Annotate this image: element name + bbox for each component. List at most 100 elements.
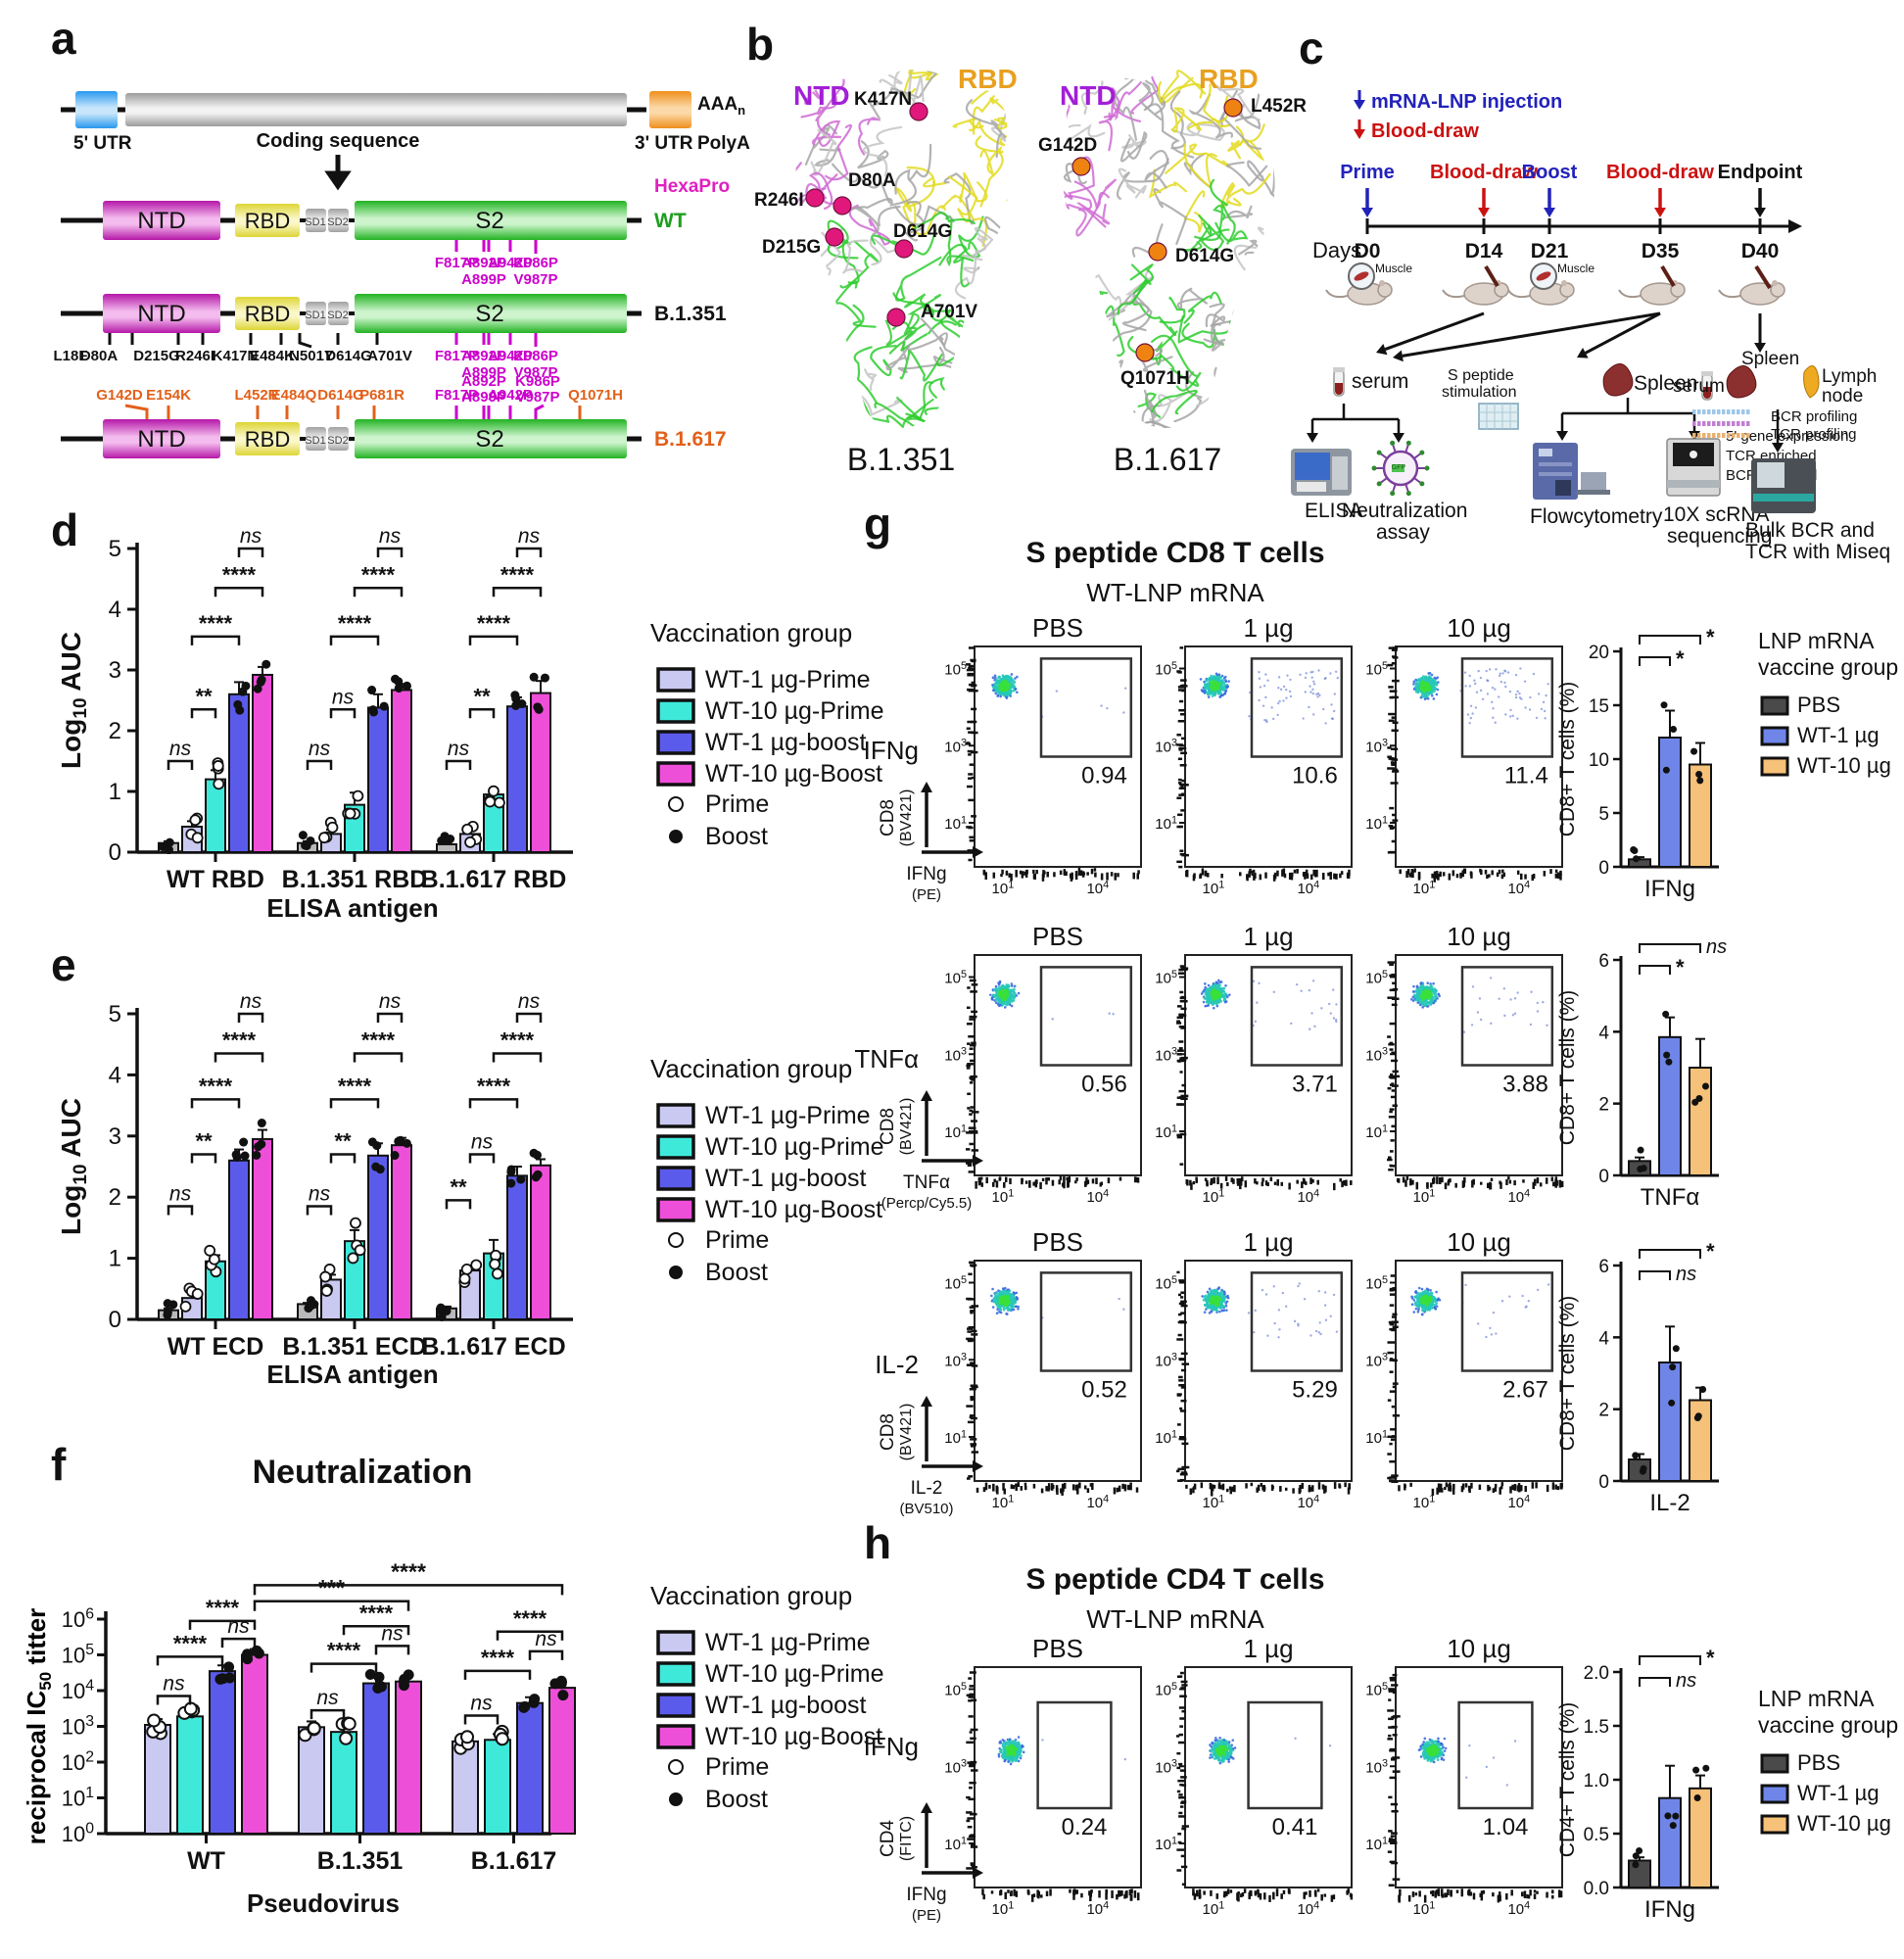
flow-dot: [1542, 700, 1546, 704]
mouse-icon: [1442, 264, 1509, 306]
y-tick-label: 0: [1598, 858, 1609, 879]
flow-dot: [1489, 977, 1493, 980]
sd2-box: [328, 427, 349, 451]
flow-dot: [1222, 990, 1226, 993]
flow-dot: [1122, 1308, 1125, 1311]
axis-rug: [1009, 1177, 1012, 1185]
axis-rug: [1389, 1293, 1396, 1296]
flow-dot: [1014, 687, 1018, 691]
axis-rug: [1179, 712, 1186, 716]
structure-mutation-label: D614G: [1175, 246, 1234, 266]
flow-dot: [1412, 680, 1416, 684]
axis-rug: [1106, 872, 1109, 881]
flow-dot: [1518, 692, 1521, 695]
axis-rug: [995, 1180, 999, 1188]
data-point: [256, 677, 265, 687]
sig-bracket: [329, 708, 357, 719]
axis-rug: [970, 1444, 976, 1448]
axis-rug: [1257, 1484, 1261, 1492]
axis-rug: [968, 858, 973, 862]
sig-bracket: [253, 1584, 564, 1596]
data-point: [1669, 726, 1677, 734]
axis-rug: [966, 1023, 973, 1026]
axis-rug: [1239, 872, 1242, 877]
flow-dot: [1219, 676, 1222, 680]
flow-dot: [1108, 1012, 1111, 1015]
flow-dot: [1486, 693, 1490, 695]
rna-strip: [1741, 421, 1745, 426]
flow-dot: [1463, 671, 1467, 674]
axis-rug: [970, 1106, 975, 1109]
flow-dot: [1468, 722, 1471, 725]
prime-marker-icon: [668, 1232, 684, 1248]
axis-rug: [1059, 1176, 1063, 1181]
data-point: [368, 705, 378, 715]
y-tick-label: 2: [1598, 1095, 1609, 1116]
axis-rug: [1301, 1181, 1304, 1189]
log-tick-label: 101: [62, 1785, 94, 1810]
axis-rug: [1217, 1482, 1221, 1486]
flow-dot: [1266, 1334, 1269, 1337]
axis-rug: [1554, 1176, 1558, 1181]
flow-dot: [1199, 678, 1203, 681]
flow-dot: [1218, 695, 1221, 698]
bar: [228, 693, 250, 853]
x-tick-label: WT ECD: [167, 1333, 264, 1361]
data-point: [446, 834, 455, 843]
ribbon-stroke: [1144, 150, 1169, 189]
axis-rug: [1511, 1484, 1514, 1491]
axis-rug: [1045, 1177, 1048, 1185]
axis-rug: [1391, 1089, 1396, 1092]
axis-rug: [1389, 963, 1394, 967]
axis-rug: [1388, 646, 1395, 649]
arrowhead: [1544, 208, 1555, 217]
log-tick-label: 101: [1155, 1428, 1177, 1447]
axis-rug: [1264, 872, 1267, 879]
axis-rug: [1034, 1179, 1038, 1188]
axis-rug: [1019, 870, 1023, 875]
axis-rug: [1176, 1016, 1184, 1020]
panel-g-title: S peptide CD8 T cells: [1025, 537, 1325, 569]
flow-dot: [1209, 676, 1212, 680]
flow-dot: [1214, 1302, 1218, 1307]
flow-dot: [1011, 686, 1015, 690]
axis-rug: [1177, 1320, 1182, 1324]
flow-dot: [1118, 1297, 1120, 1301]
bar: [362, 1682, 390, 1835]
rna-strip: [1717, 433, 1721, 438]
axis-rug: [969, 1015, 977, 1019]
flow-dot: [1324, 722, 1327, 725]
bar: [367, 1154, 389, 1320]
rna-strip: [1727, 409, 1731, 414]
sig-bracket: [309, 1708, 346, 1720]
gate-percentage: 3.71: [1292, 1072, 1338, 1098]
gate-percentage: 5.29: [1292, 1377, 1338, 1404]
ribbon-stroke: [1177, 314, 1232, 344]
bar: [436, 842, 457, 854]
axis-rug: [1539, 1182, 1543, 1187]
axis-rug: [1327, 872, 1330, 877]
flow-dot: [1432, 690, 1436, 693]
mutation-label: F817P: [435, 348, 478, 364]
data-point: [252, 1150, 262, 1160]
mutation-sphere: [1223, 98, 1243, 118]
path: [1703, 387, 1711, 399]
g: [795, 70, 1009, 428]
flow-dot: [999, 694, 1002, 698]
ribbon-stroke: [1075, 191, 1111, 237]
path: [1718, 289, 1741, 299]
ribbon-stroke: [913, 212, 976, 232]
axis-rug: [1261, 1177, 1264, 1182]
flow-dot: [1214, 672, 1218, 676]
axis-rug: [1093, 868, 1097, 872]
axis-rug: [970, 1384, 978, 1387]
flow-dot: [1215, 1289, 1218, 1292]
flow-dot: [1201, 690, 1205, 693]
panel-c: mRNA-LNP injectionBlood-drawDaysPrimeD0M…: [1291, 90, 1890, 563]
flow-dot: [1434, 1308, 1438, 1311]
flow-dot: [1220, 1302, 1223, 1306]
utr5-box: [75, 91, 118, 128]
flow-dot: [1213, 680, 1216, 684]
flow-y-axis-label: CD8: [878, 1108, 898, 1145]
